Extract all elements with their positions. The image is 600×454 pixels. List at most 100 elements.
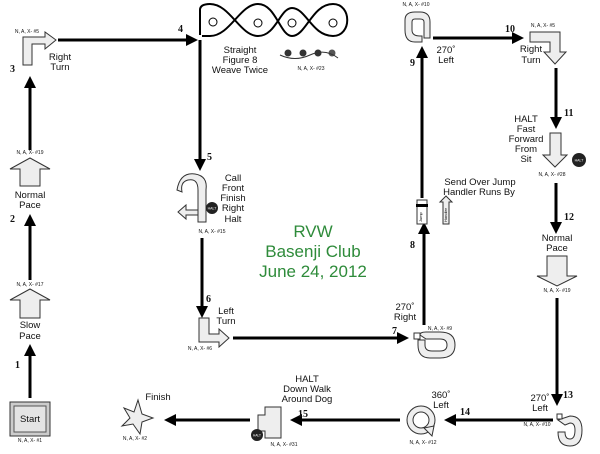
station-label: Left [433,400,449,411]
station-halt-fast-forward: HALT Fast Forward From Sit HALT N, A, X-… [509,114,586,178]
270-left-turn-icon [556,415,583,447]
station-label: HALT [295,374,319,385]
station-figure-8-weave: Straight Figure 8 Weave Twice N, A, X- #… [199,2,349,76]
halt-sign-text: HALT [253,434,261,438]
turn-start-marker [556,413,563,420]
station-halt-down-walk-around: HALT Down Walk Around Dog HALT N, A, X- … [251,374,332,448]
station-label: Call [225,173,241,184]
station-left-turn: Left Turn N, A, X- #6 [188,306,236,352]
title-line: RVW [293,222,332,241]
station-label: Right [394,312,417,323]
station-label: Right [49,52,72,63]
station-send-over-jump: Jump Handler Send Over Jump Handler Runs… [416,177,516,225]
right-turn-icon [22,31,57,66]
station-360-left: 360˚ Left N, A, X- #12 [406,390,451,446]
station-label: Normal [542,233,573,244]
station-270-left: N, A, X- #10 270˚ Left [403,2,456,66]
course-path [24,32,563,426]
station-label: Straight [224,45,257,56]
up-arrow-icon [9,157,51,187]
up-arrow-icon [9,288,51,319]
station-label: Left [438,55,454,66]
step-number: 8 [410,240,415,251]
turn-start-marker [413,332,421,340]
station-code: N, A, X- #9 [428,326,452,332]
call-front-icon [176,173,207,223]
station-label: Figure 8 [223,55,258,66]
start-sign-inner [13,405,47,433]
station-label: Slow [20,320,41,331]
station-code: N, A, X- #23 [298,66,325,72]
station-label: Pace [19,331,41,342]
station-code: N, A, X- #5 [15,29,39,35]
weave-path-icon [199,2,349,38]
station-label: 270˚ [395,302,414,313]
cone-icon [208,17,218,27]
step-number: 5 [207,152,212,163]
station-label: Front [222,183,245,194]
station-label: Handler Runs By [443,187,515,198]
step-number: 3 [10,64,15,75]
down-arrow-icon [536,255,578,287]
station-label: Send Over Jump [444,177,515,188]
station-label: Weave Twice [212,65,268,76]
station-label: Fast [517,124,536,135]
weave-sign-icon [279,49,339,59]
halt-sign-icon [572,153,586,167]
station-label: Right [520,44,543,55]
station-code: N, A, X- #19 [17,150,44,156]
station-label: 270˚ [436,45,455,56]
station-label: Finish [220,193,245,204]
station-start: Start N, A, X- #1 [9,401,51,444]
360-turn-inner [412,411,430,429]
cone-icon [253,18,263,28]
station-label: Turn [50,62,69,73]
station-code: N, A, X- #10 [524,422,551,428]
finish-star-icon [120,398,155,436]
station-label: Left [532,403,548,414]
station-label: Turn [216,316,235,327]
course-title: RVW Basenji Club June 24, 2012 [259,222,367,281]
step-number: 7 [392,326,397,337]
station-label: Right [222,203,245,214]
360-turn-arrowhead [422,425,435,438]
270-left-turn-icon [404,11,431,43]
station-label: Left [218,306,234,317]
station-code: N, A, X- #5 [531,23,555,29]
down-walk-around-icon [257,406,282,439]
right-turn-icon [529,31,568,65]
step-number: 12 [564,212,574,223]
step-number: 2 [10,214,15,225]
jump-icon [416,199,428,225]
station-code: N, A, X- #1 [18,438,42,444]
270-right-turn-icon [417,331,456,359]
step-number: 4 [178,24,183,35]
title-line: Basenji Club [265,242,360,261]
cone-icon [328,18,338,28]
station-right-turn: N, A, X- #5 Right Turn [15,29,72,73]
station-normal-pace-2: Normal Pace N, A, X- #19 [536,233,578,294]
station-label: Around Dog [282,394,333,405]
step-number: 14 [460,407,470,418]
step-number: 13 [563,390,573,401]
station-code: N, A, X- #19 [544,288,571,294]
step-number: 1 [15,360,20,371]
station-label: Forward [509,134,544,145]
station-code: N, A, X- #12 [410,440,437,446]
station-code: N, A, X- #10 [403,2,430,8]
step-number: 6 [206,294,211,305]
station-code: N, A, X- #31 [271,442,298,448]
station-270-left-2: 270˚ Left N, A, X- #10 [524,393,583,447]
station-270-right: 270˚ Right N, A, X- #9 [394,302,456,359]
station-label: Turn [521,55,540,66]
station-code: N, A, X- #28 [539,172,566,178]
station-code: N, A, X- #15 [199,229,226,235]
station-label: Finish [145,392,170,403]
handler-arrow-icon [438,195,454,225]
step-numbers: 1 2 3 4 5 6 7 8 9 10 11 12 13 14 15 [10,24,574,420]
station-right-turn-2: N, A, X- #5 Right Turn [520,23,568,66]
step-number: 10 [505,24,515,35]
station-label: 270˚ [530,393,549,404]
station-code: N, A, X- #17 [17,282,44,288]
